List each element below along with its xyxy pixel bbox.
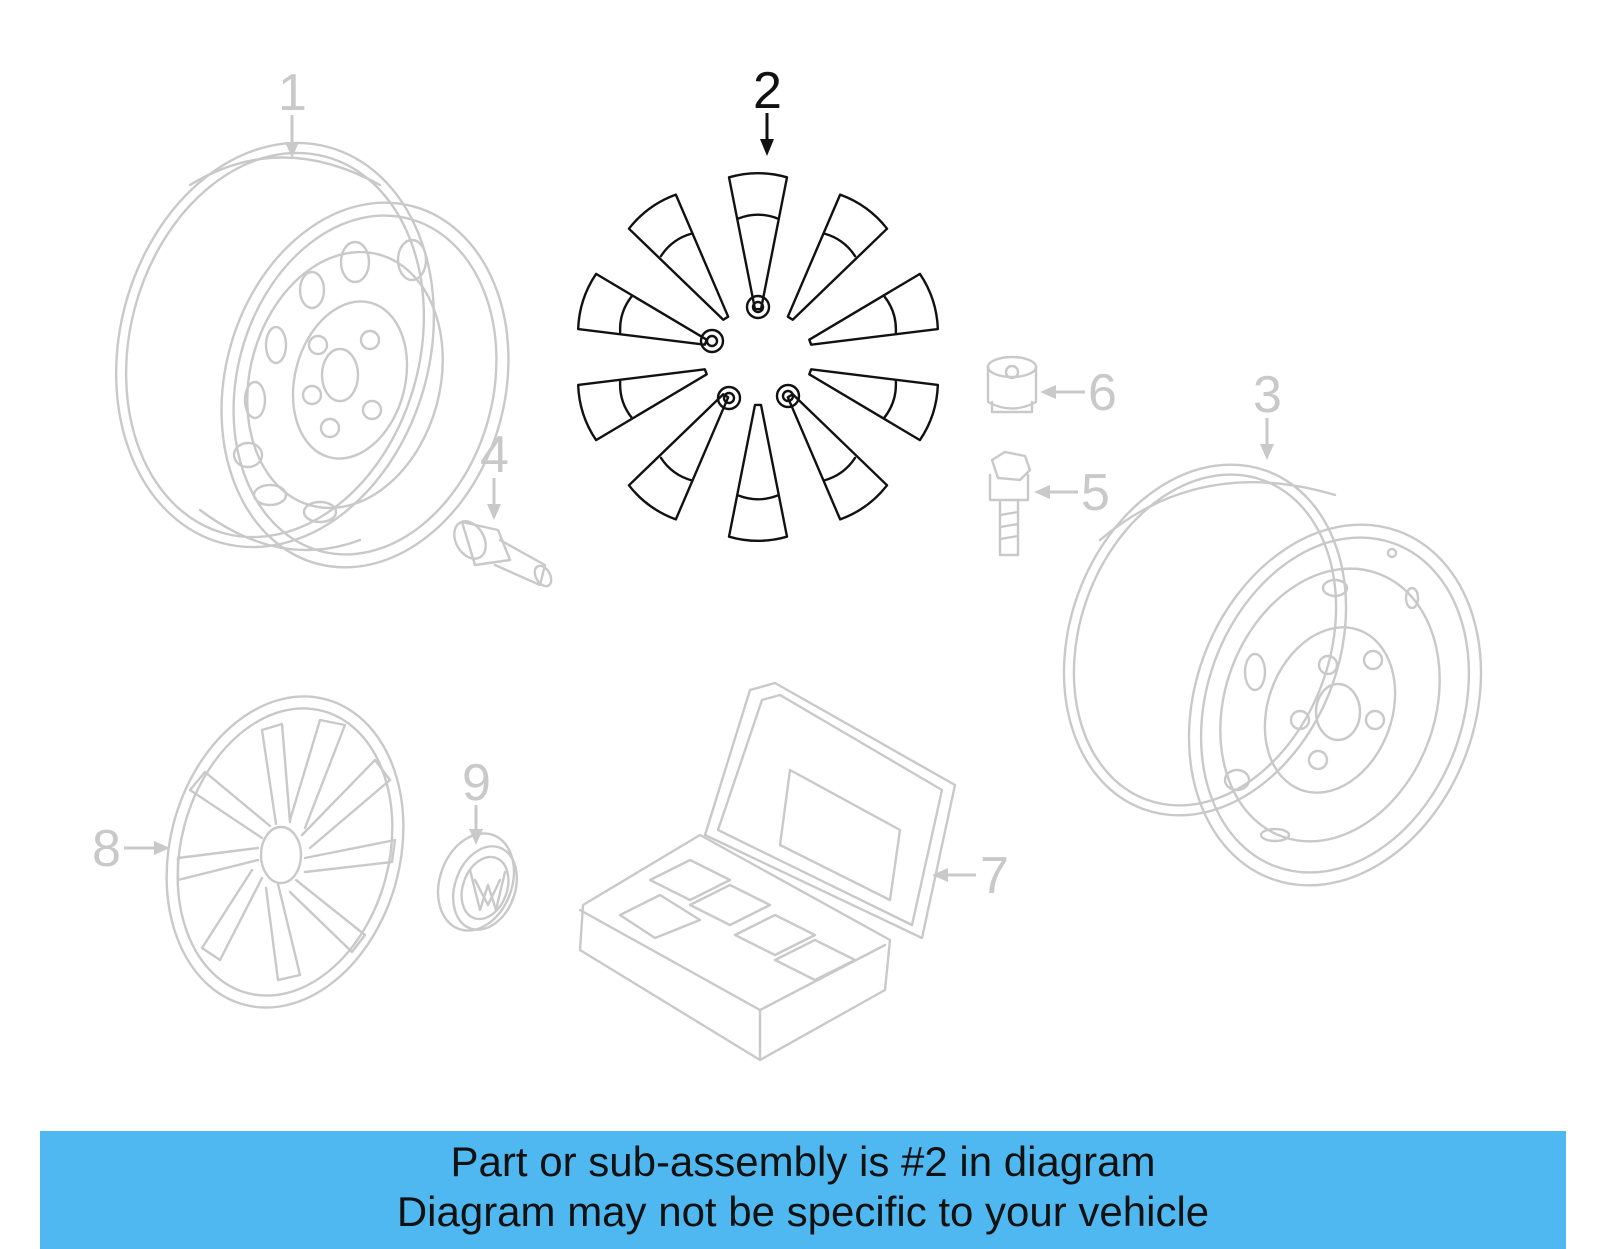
notice-banner: Part or sub-assembly is #2 in diagram Di… (40, 1131, 1566, 1249)
part-4-valve-stem (453, 520, 553, 588)
spoke-band (882, 294, 898, 334)
callout-7: 7 (980, 847, 1009, 905)
spoke-band (618, 294, 634, 334)
spoke (727, 403, 789, 543)
spoke-band (882, 380, 898, 420)
spoke-band (737, 213, 779, 220)
callout-6: 6 (1088, 364, 1117, 422)
spoke-band (822, 456, 857, 482)
spoke (808, 272, 940, 346)
spoke (727, 171, 789, 311)
part-3-spare-wheel (1062, 463, 1483, 887)
spoke-band (737, 494, 779, 501)
spoke (576, 368, 708, 442)
spoke (627, 193, 730, 321)
callout-3: 3 (1253, 366, 1282, 424)
notice-line-1: Part or sub-assembly is #2 in diagram (450, 1138, 1156, 1185)
spoke-band (618, 380, 634, 420)
spoke (786, 193, 889, 321)
callout-2: 2 (753, 62, 782, 120)
callout-9: 9 (462, 754, 491, 812)
part-5-wheel-bolt (988, 450, 1032, 557)
spoke-band (659, 456, 694, 482)
spoke-band (659, 232, 694, 258)
part-9-center-cap (436, 832, 518, 932)
notice-line-2: Diagram may not be specific to your vehi… (396, 1188, 1210, 1235)
callout-arrows (124, 113, 1274, 882)
callout-5: 5 (1081, 464, 1110, 522)
part-7-tool-case (578, 681, 957, 1062)
part-8-hubcap (165, 695, 405, 1009)
part-1-steel-wheel (114, 141, 510, 569)
spoke (786, 393, 889, 521)
callout-4: 4 (480, 426, 509, 484)
spoke (808, 368, 940, 442)
callout-1: 1 (278, 64, 307, 122)
spoke (576, 272, 708, 346)
part-2-alloy-wheel (576, 171, 940, 543)
callout-8: 8 (92, 820, 121, 878)
spoke-band (822, 232, 857, 258)
spoke (627, 393, 730, 521)
part-6-lock-bolt (986, 355, 1038, 414)
